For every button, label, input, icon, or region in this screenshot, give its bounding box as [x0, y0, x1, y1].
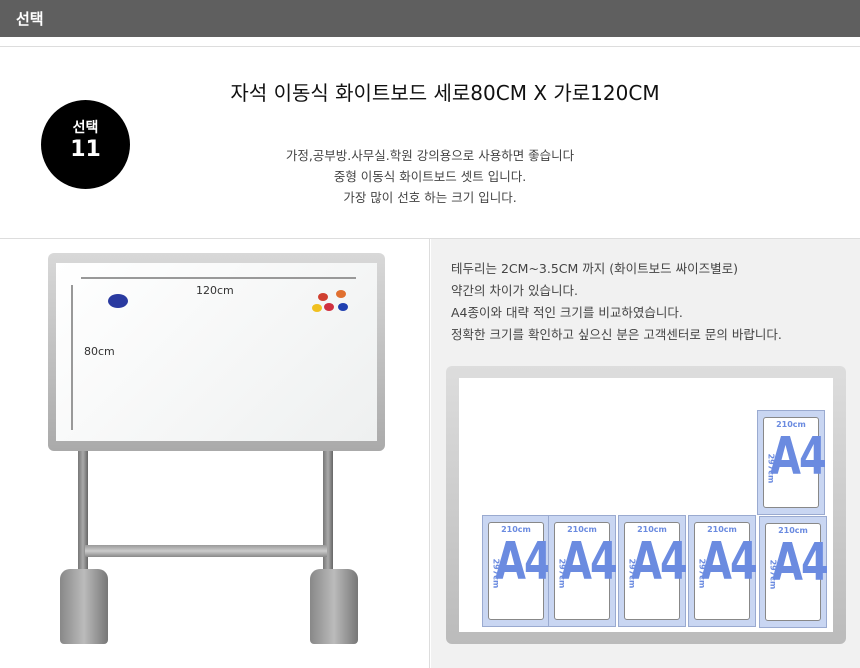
paper-width: 210cm	[776, 420, 806, 429]
magnet	[324, 303, 334, 311]
magnet	[312, 304, 322, 312]
width-label: 120cm	[196, 284, 234, 297]
desc-line: 중형 이동식 화이트보드 셋트 입니다.	[333, 169, 527, 184]
stand-foot	[60, 569, 108, 644]
paper-label: A4	[561, 532, 618, 592]
stand-crossbar	[85, 545, 327, 557]
size-info-text: 테두리는 2CM~3.5CM 까지 (화이트보드 싸이즈별로) 약간의 차이가 …	[451, 258, 782, 346]
height-arrow	[71, 285, 73, 430]
magnet	[338, 303, 348, 311]
magnet	[318, 293, 328, 301]
paper-label: A4	[631, 532, 688, 592]
width-arrow	[81, 277, 356, 279]
info-line: 약간의 차이가 있습니다.	[451, 283, 578, 298]
info-line: 테두리는 2CM~3.5CM 까지 (화이트보드 싸이즈별로)	[451, 261, 738, 276]
paper-width: 210cm	[501, 525, 531, 534]
info-line: 정확한 크기를 확인하고 싶으신 분은 고객센터로 문의 바랍니다.	[451, 327, 782, 342]
paper-height: 297cm	[491, 558, 501, 589]
paper-height: 297cm	[557, 558, 567, 589]
paper-label: A4	[495, 532, 552, 592]
paper-height: 297cm	[766, 453, 776, 484]
stand-leg	[323, 449, 333, 639]
info-line: A4종이와 대략 적인 크기를 비교하였습니다.	[451, 305, 683, 320]
size-comparison: 테두리는 2CM~3.5CM 까지 (화이트보드 싸이즈별로) 약간의 차이가 …	[431, 239, 860, 668]
paper-width: 210cm	[567, 525, 597, 534]
whiteboard: 120cm 80cm	[48, 253, 385, 451]
paper-height: 297cm	[697, 558, 707, 589]
paper-height: 297cm	[627, 558, 637, 589]
whiteboard-image: 120cm 80cm	[0, 239, 430, 668]
paper-label: A4	[701, 532, 758, 592]
paper-width: 210cm	[637, 525, 667, 534]
height-label: 80cm	[84, 345, 115, 358]
paper-label: A4	[770, 427, 827, 487]
stand-foot	[310, 569, 358, 644]
magnet	[108, 294, 128, 308]
badge-number: 11	[70, 137, 101, 162]
magnet	[336, 290, 346, 298]
desc-line: 가정,공부방.사무실.학원 강의용으로 사용하면 좋습니다	[285, 148, 575, 163]
badge-label: 선택	[72, 120, 99, 136]
paper-height: 297cm	[768, 559, 778, 590]
stand-leg	[78, 449, 88, 639]
product-description: 가정,공부방.사무실.학원 강의용으로 사용하면 좋습니다 중형 이동식 화이트…	[130, 145, 730, 208]
product-title: 자석 이동식 화이트보드 세로80CM X 가로120CM	[230, 81, 660, 105]
product-card: 선택 11 자석 이동식 화이트보드 세로80CM X 가로120CM 가정,공…	[0, 46, 860, 239]
header-title: 선택	[16, 10, 44, 28]
section-header: 선택	[0, 0, 860, 37]
paper-label: A4	[772, 533, 829, 593]
desc-line: 가장 많이 선호 하는 크기 입니다.	[343, 190, 517, 205]
paper-width: 210cm	[707, 525, 737, 534]
paper-width: 210cm	[778, 526, 808, 535]
option-badge: 선택 11	[41, 100, 130, 189]
